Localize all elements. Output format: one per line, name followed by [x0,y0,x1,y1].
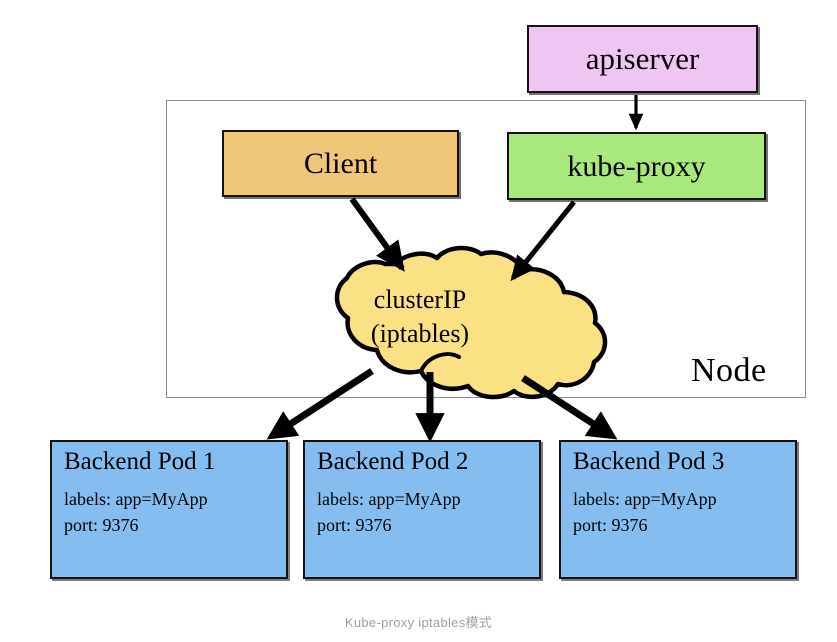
pod-port: port: 9376 [64,514,139,535]
pod-port: port: 9376 [573,514,648,535]
apiserver-label: apiserver [585,40,700,76]
node-label: Node [691,352,767,389]
pod-port: port: 9376 [317,514,392,535]
kube-proxy-label: kube-proxy [567,149,706,183]
backend-pod-2[interactable]: Backend Pod 2 labels: app=MyApp port: 93… [303,440,541,579]
clusterip-cloud-shape [334,245,608,400]
pod-labels: labels: app=MyApp [573,488,717,509]
client-label: Client [303,147,378,180]
pod-labels: labels: app=MyApp [317,488,461,509]
pod-title: Backend Pod 2 [317,448,469,475]
edge-kubeproxy-to-clusterip [510,200,576,282]
edge-clusterip-to-pod-1 [266,368,374,440]
diagram-caption: Kube-proxy iptables模式 [344,615,493,630]
client-node[interactable]: Client [222,130,459,197]
backend-pod-3[interactable]: Backend Pod 3 labels: app=MyApp port: 93… [559,440,797,579]
pod-title: Backend Pod 1 [64,448,216,475]
pod-title: Backend Pod 3 [573,448,725,475]
pod-labels: labels: app=MyApp [64,488,208,509]
kube-proxy-node[interactable]: kube-proxy [507,132,766,200]
edge-client-to-clusterip [349,197,405,272]
backend-pod-1[interactable]: Backend Pod 1 labels: app=MyApp port: 93… [50,440,288,579]
edge-clusterip-to-pod-3 [521,375,618,440]
apiserver-node[interactable]: apiserver [527,25,758,93]
